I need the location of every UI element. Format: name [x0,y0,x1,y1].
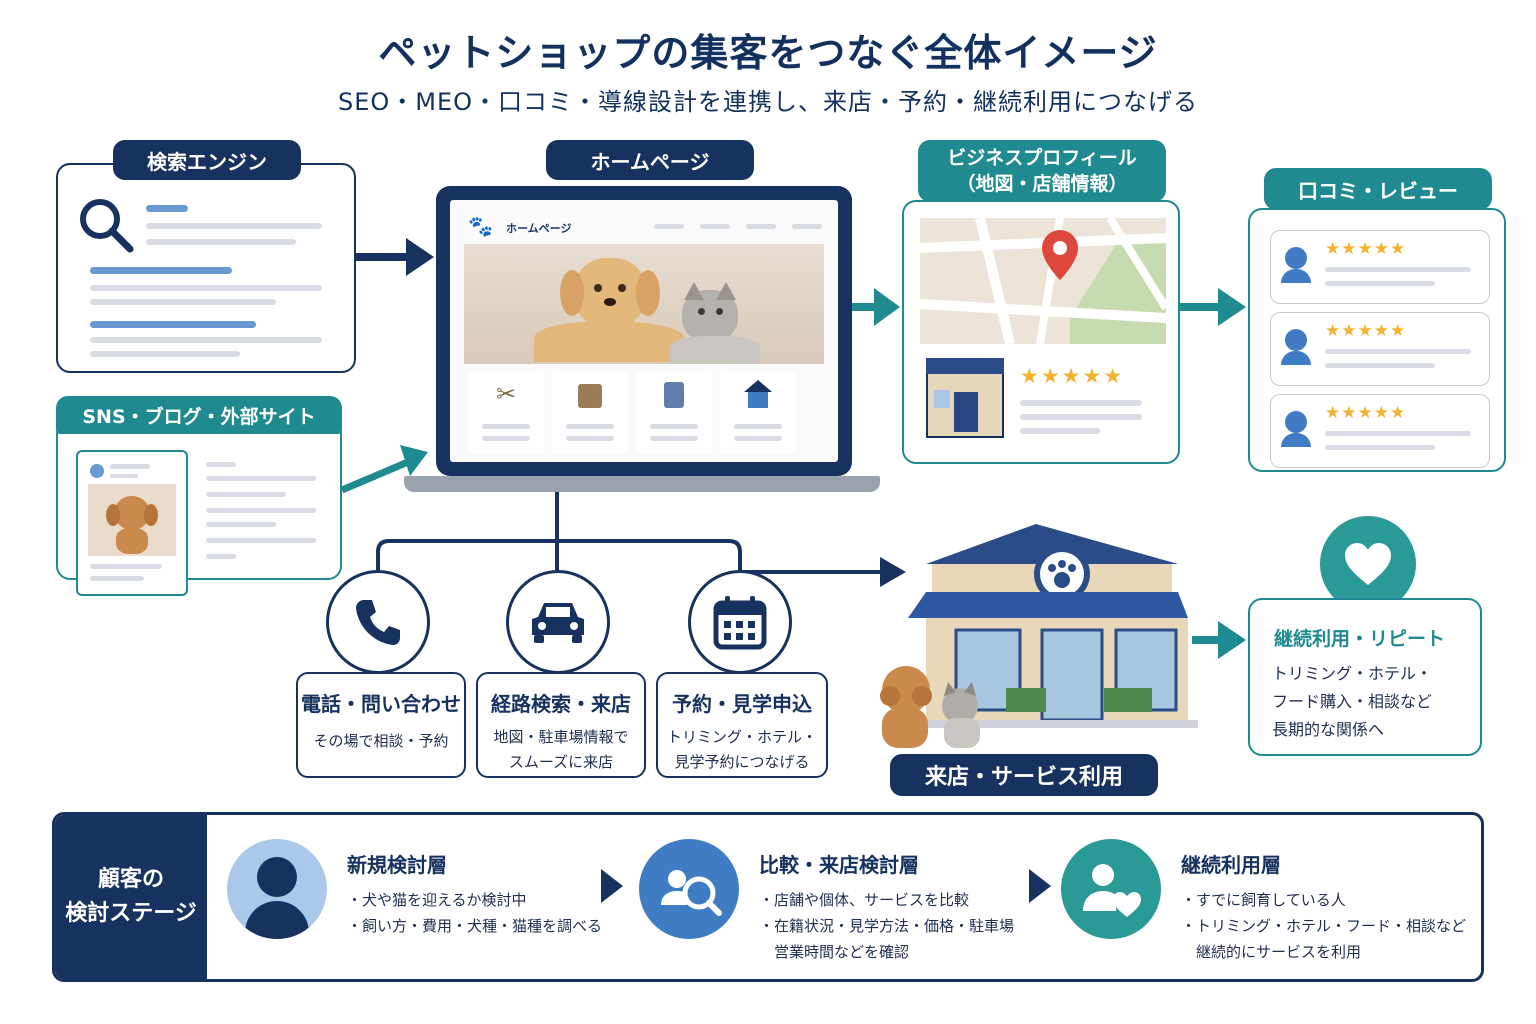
repeat-desc-line: フード購入・相談など [1272,692,1433,711]
review-bubble: ★★★★★ [1270,394,1490,468]
stage-bullet: 継続的にサービスを利用 [1181,943,1362,961]
stage-bullets: ・犬や猫を迎えるか検討中 ・飼い方・費用・犬種・猫種を調べる [347,887,602,939]
sns-label: SNS・ブログ・外部サイト [56,396,342,434]
store-label: 来店・サービス利用 [890,754,1158,796]
laptop-base [404,476,880,492]
reviewer-avatar-icon [1285,329,1307,351]
stage-title: 比較・来店検討層 [759,853,919,877]
hero-pets-image [464,244,824,364]
heart-circle [1320,516,1416,612]
rating-stars: ★★★★★ [1020,364,1125,388]
laptop-screen: 🐾 ホームページ ✂ [436,186,852,476]
stage-title: 新規検討層 [347,853,447,877]
phone-circle [326,570,430,674]
repeat-card: 継続利用・リピート トリミング・ホテル・ フード購入・相談など 長期的な関係へ [1248,598,1482,756]
action-card-reserve: 予約・見学申込 トリミング・ホテル・ 見学予約につなげる [656,672,828,778]
service-tile-store [720,372,796,454]
page-subtitle: SEO・MEO・口コミ・導線設計を連携し、来店・予約・継続利用につなげる [337,88,1199,116]
car-circle [506,570,610,674]
service-tile-hotel [636,372,712,454]
search-engine-label: 検索エンジン [113,140,301,180]
puppy-illustration [574,258,646,328]
compare-search-icon [639,839,739,939]
review-stars: ★★★★★ [1325,403,1407,423]
house-icon [744,380,772,392]
calendar-circle [688,570,792,674]
stage-label: 顧客の 検討ステージ [55,815,207,979]
stage-label-line1: 顧客の [97,867,164,892]
review-bubble: ★★★★★ [1270,230,1490,304]
bag-icon [578,384,602,408]
action-title: 予約・見学申込 [672,692,812,716]
stage-bullet: ・在籍状況・見学方法・価格・駐車場 [759,917,1015,935]
chevron-right-icon [1029,869,1051,903]
scissors-icon: ✂ [495,380,517,408]
stage-bullet: ・飼い方・費用・犬種・猫種を調べる [347,917,603,935]
service-tile-shop [552,372,628,454]
stage-title: 継続利用層 [1181,853,1281,877]
stage-bullets: ・店舗や個体、サービスを比較 ・在籍状況・見学方法・価格・駐車場 営業時間などを… [759,887,1014,965]
sns-post-thumbnail [76,450,188,596]
reviews-label: 口コミ・レビュー [1264,168,1492,210]
business-profile-label-line1: ビジネスプロフィール [947,147,1137,169]
review-stars: ★★★★★ [1325,321,1407,341]
action-title: 電話・問い合わせ [301,692,461,716]
action-card-phone: 電話・問い合わせ その場で相談・予約 [296,672,466,778]
action-desc-line: 地図・駐車場情報で [493,728,629,746]
stage-label-line2: 検討ステージ [65,901,197,926]
chevron-right-icon [601,869,623,903]
action-desc: トリミング・ホテル・ 見学予約につなげる [658,725,826,775]
action-card-route: 経路検索・来店 地図・駐車場情報で スムーズに来店 [476,672,646,778]
search-engine-card [56,163,356,373]
phone-icon [356,600,400,645]
search-icon [80,199,134,253]
stage-bullet: ・犬や猫を迎えるか検討中 [347,891,527,909]
stage-bullet: ・トリミング・ホテル・フード・相談など [1181,917,1467,935]
business-profile-label: ビジネスプロフィール （地図・店舗情報） [918,140,1166,202]
new-customer-icon [227,839,327,939]
action-title: 経路検索・来店 [491,692,631,716]
stage-bullets: ・すでに飼育している人 ・トリミング・ホテル・フード・相談など 継続的にサービス… [1181,887,1466,965]
calendar-icon [713,596,767,650]
review-bubble: ★★★★★ [1270,312,1490,386]
repeat-desc: トリミング・ホテル・ フード購入・相談など 長期的な関係へ [1272,660,1432,744]
repeat-desc-line: トリミング・ホテル・ [1272,664,1433,683]
homepage-mockup: 🐾 ホームページ ✂ [450,200,838,462]
homepage-label: ホームページ [546,140,754,180]
stage-bullet: ・店舗や個体、サービスを比較 [759,891,970,909]
repeat-desc-line: 長期的な関係へ [1272,720,1385,739]
repeat-title: 継続利用・リピート [1274,628,1446,650]
action-desc-line: スムーズに来店 [508,753,614,771]
action-desc-line: トリミング・ホテル・ [666,728,817,746]
reviewer-avatar-icon [1285,247,1307,269]
page-title: ペットショップの集客をつなぐ全体イメージ [378,31,1158,75]
carrier-icon [664,382,684,408]
paw-icon: 🐾 [468,214,493,238]
heart-icon [1345,543,1391,585]
customer-stage-panel: 顧客の 検討ステージ 新規検討層 ・犬や猫を迎えるか検討中 ・飼い方・費用・犬種… [52,812,1484,982]
reviewer-avatar-icon [1285,411,1307,433]
review-stars: ★★★★★ [1325,239,1407,259]
action-desc-line: 見学予約につなげる [674,753,810,771]
business-profile-card: ★★★★★ [902,200,1180,464]
reviews-card: ★★★★★ ★★★★★ ★★★★★ [1248,208,1506,472]
store-thumbnail [926,358,1004,438]
car-icon [532,603,584,643]
action-desc: その場で相談・予約 [313,732,449,750]
site-name: ホームページ [506,222,572,235]
pet-store-illustration [880,524,1198,748]
dog-photo [88,484,176,556]
sns-card [56,420,342,596]
service-tile-grooming: ✂ [468,372,544,454]
action-desc: 地図・駐車場情報で スムーズに来店 [478,725,644,775]
stage-bullet: ・すでに飼育している人 [1181,891,1346,909]
stage-bullet: 営業時間などを確認 [759,943,910,961]
repeat-customer-icon [1061,839,1161,939]
map-image [920,218,1166,344]
business-profile-label-line2: （地図・店舗情報） [956,173,1128,195]
avatar [90,464,104,478]
